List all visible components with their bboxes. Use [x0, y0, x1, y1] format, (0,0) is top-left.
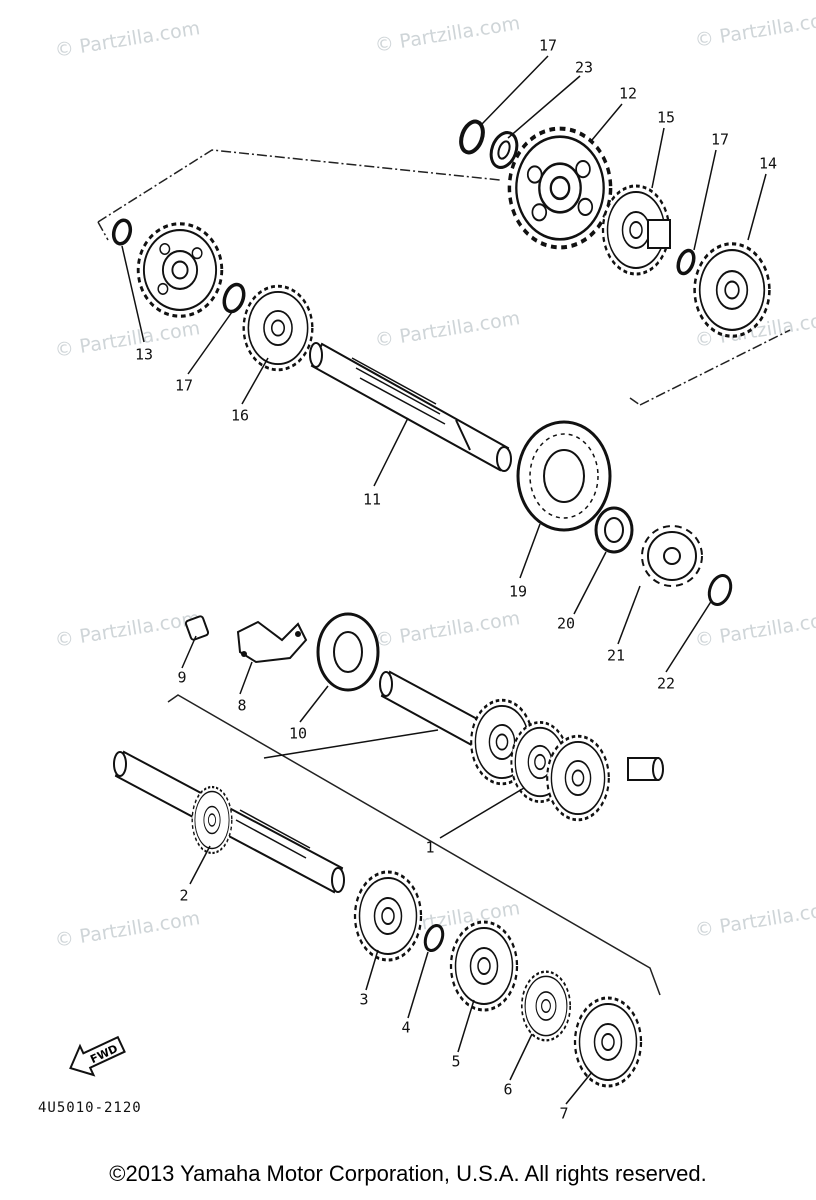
gear-15-hub — [647, 219, 671, 249]
callout-17-right: 17 — [710, 130, 730, 149]
bearing-19 — [516, 420, 612, 532]
leader-lines — [121, 55, 767, 1105]
callout-12: 12 — [618, 84, 638, 103]
bearing-10 — [316, 612, 380, 692]
callout-4: 4 — [401, 1018, 411, 1037]
callout-3: 3 — [359, 990, 369, 1009]
callout-6: 6 — [503, 1080, 513, 1099]
callout-13: 13 — [134, 345, 154, 364]
gear-16 — [242, 284, 314, 372]
circlip-17-right — [676, 248, 696, 276]
circlip-13 — [111, 218, 133, 246]
callout-17-left: 17 — [174, 376, 194, 395]
callout-9: 9 — [177, 668, 187, 687]
gear-14 — [693, 242, 771, 338]
callout-15: 15 — [656, 108, 676, 127]
callout-21: 21 — [606, 646, 626, 665]
circlip-18 — [459, 119, 485, 155]
gear-3 — [353, 870, 423, 962]
circlip-17-left — [222, 282, 246, 314]
fwd-arrow-icon: FWD — [69, 1035, 126, 1077]
callout-5: 5 — [451, 1052, 461, 1071]
circlip-4 — [423, 923, 445, 953]
callout-22: 22 — [656, 674, 676, 693]
callout-11: 11 — [362, 490, 382, 509]
circlip-22 — [707, 573, 733, 607]
sprocket-21 — [641, 525, 703, 587]
gear-7 — [573, 996, 643, 1088]
callout-2: 2 — [179, 886, 189, 905]
callout-10: 10 — [288, 724, 308, 743]
gear-12 — [509, 129, 610, 248]
callout-8: 8 — [237, 696, 247, 715]
callout-14: 14 — [758, 154, 778, 173]
gear-5 — [449, 920, 519, 1012]
gear-2 — [191, 785, 233, 855]
washer-23 — [489, 131, 519, 169]
gear-6 — [520, 970, 572, 1042]
main-axle-11 — [309, 342, 512, 472]
bearing-plate-8 — [236, 620, 308, 664]
gear-cluster-1 — [469, 698, 664, 822]
callout-16: 16 — [230, 406, 250, 425]
diagram-code: 4U5010-2120 — [38, 1100, 142, 1116]
pin-9 — [184, 615, 210, 641]
callout-18: 17 — [538, 36, 558, 55]
upper-assembly-frame — [97, 149, 791, 406]
callout-1: 1 — [425, 838, 435, 857]
callout-7: 7 — [559, 1104, 569, 1123]
lower-assembly-frame — [167, 694, 661, 996]
gear-13 — [136, 222, 224, 318]
copyright-notice: ©2013 Yamaha Motor Corporation, U.S.A. A… — [109, 1161, 707, 1186]
callout-19: 19 — [508, 582, 528, 601]
collar-20 — [594, 506, 634, 554]
callout-23: 23 — [574, 58, 594, 77]
callout-20: 20 — [556, 614, 576, 633]
